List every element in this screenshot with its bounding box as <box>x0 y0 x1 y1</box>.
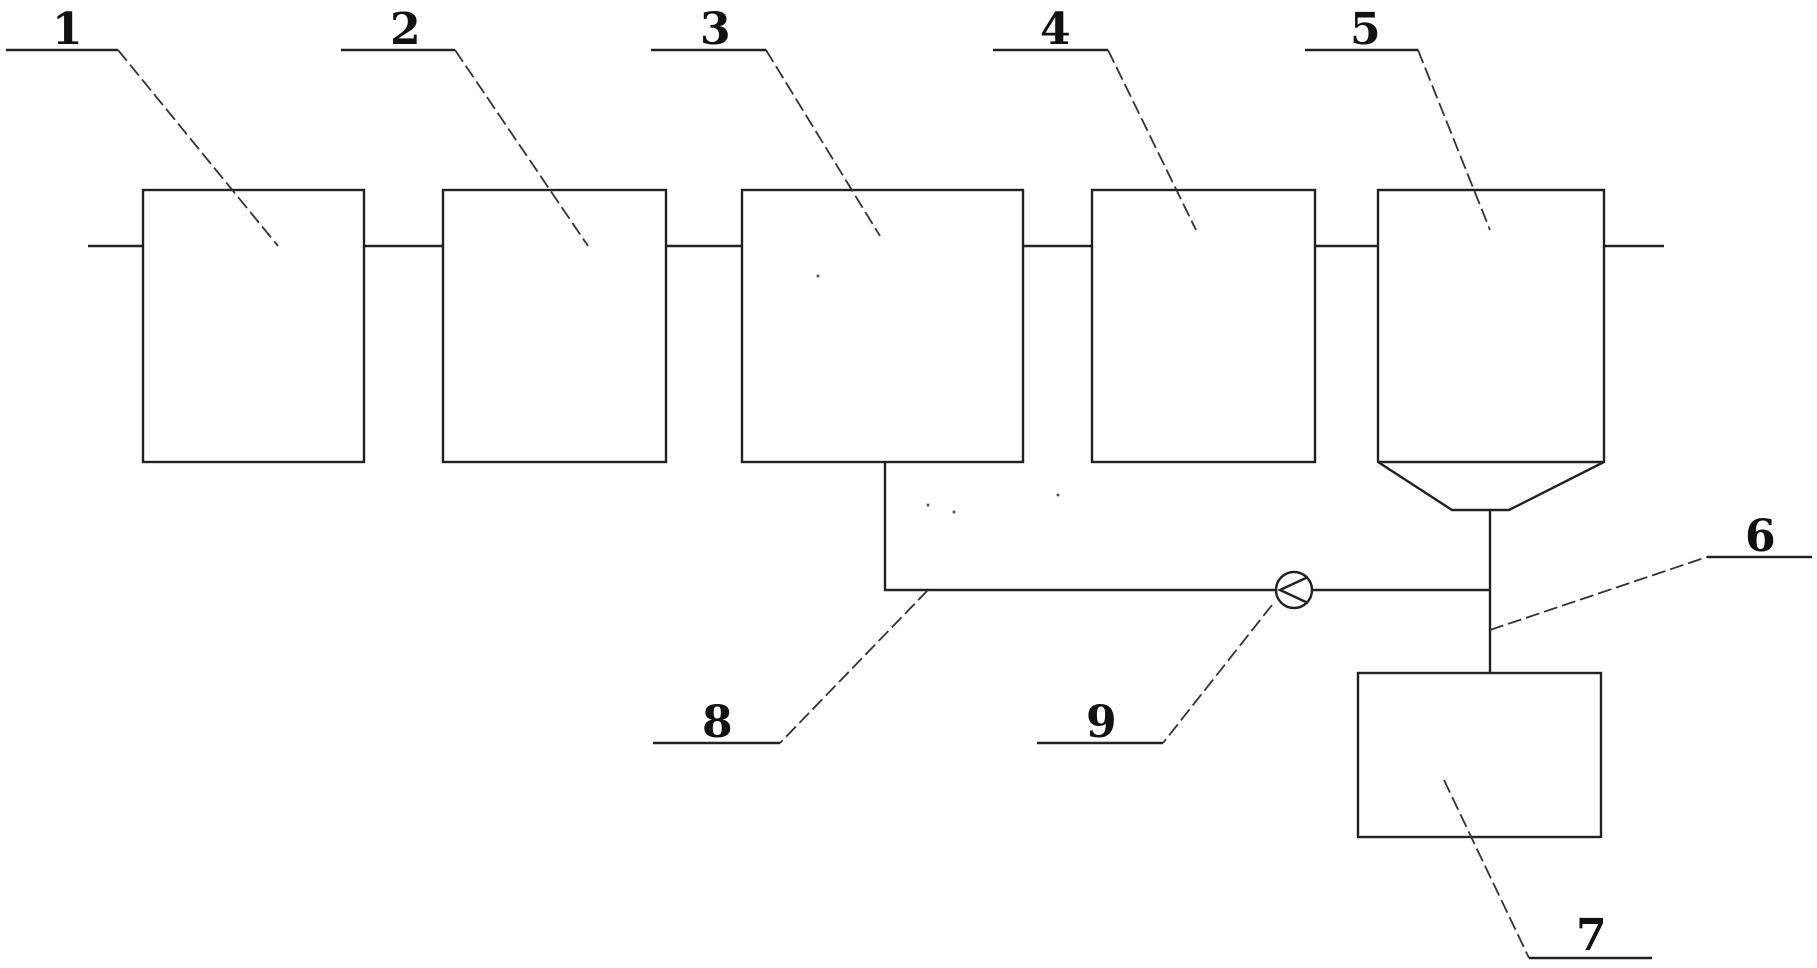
leader-1 <box>117 49 279 247</box>
label-1: 1 <box>52 4 83 55</box>
label-8: 8 <box>702 697 733 748</box>
unit-3-box <box>740 188 1025 464</box>
unit-4-box <box>1090 188 1317 464</box>
return-pipe-8 <box>883 462 1276 592</box>
label-9: 9 <box>1086 697 1117 748</box>
unit-1-box <box>141 188 366 464</box>
dot-mark <box>1056 493 1060 497</box>
leader-3 <box>765 49 881 237</box>
label-4: 4 <box>1040 4 1071 55</box>
dot-mark <box>926 503 930 507</box>
leader-2 <box>454 49 589 247</box>
label-6: 6 <box>1745 511 1776 562</box>
leader-6 <box>1489 556 1708 631</box>
dot-mark <box>952 510 956 514</box>
leader-4 <box>1107 49 1197 231</box>
pump-9-icon <box>1274 570 1314 610</box>
leader-9 <box>1162 604 1273 744</box>
label-5: 5 <box>1350 4 1381 55</box>
leader-8 <box>779 589 929 744</box>
unit-2-box <box>441 188 668 464</box>
unit-7-box <box>1356 671 1603 839</box>
leader-5 <box>1417 49 1491 231</box>
label-2: 2 <box>390 4 421 55</box>
label-3: 3 <box>700 4 731 55</box>
label-7: 7 <box>1576 910 1607 961</box>
leader-7 <box>1443 779 1530 959</box>
dot-mark <box>816 274 820 278</box>
